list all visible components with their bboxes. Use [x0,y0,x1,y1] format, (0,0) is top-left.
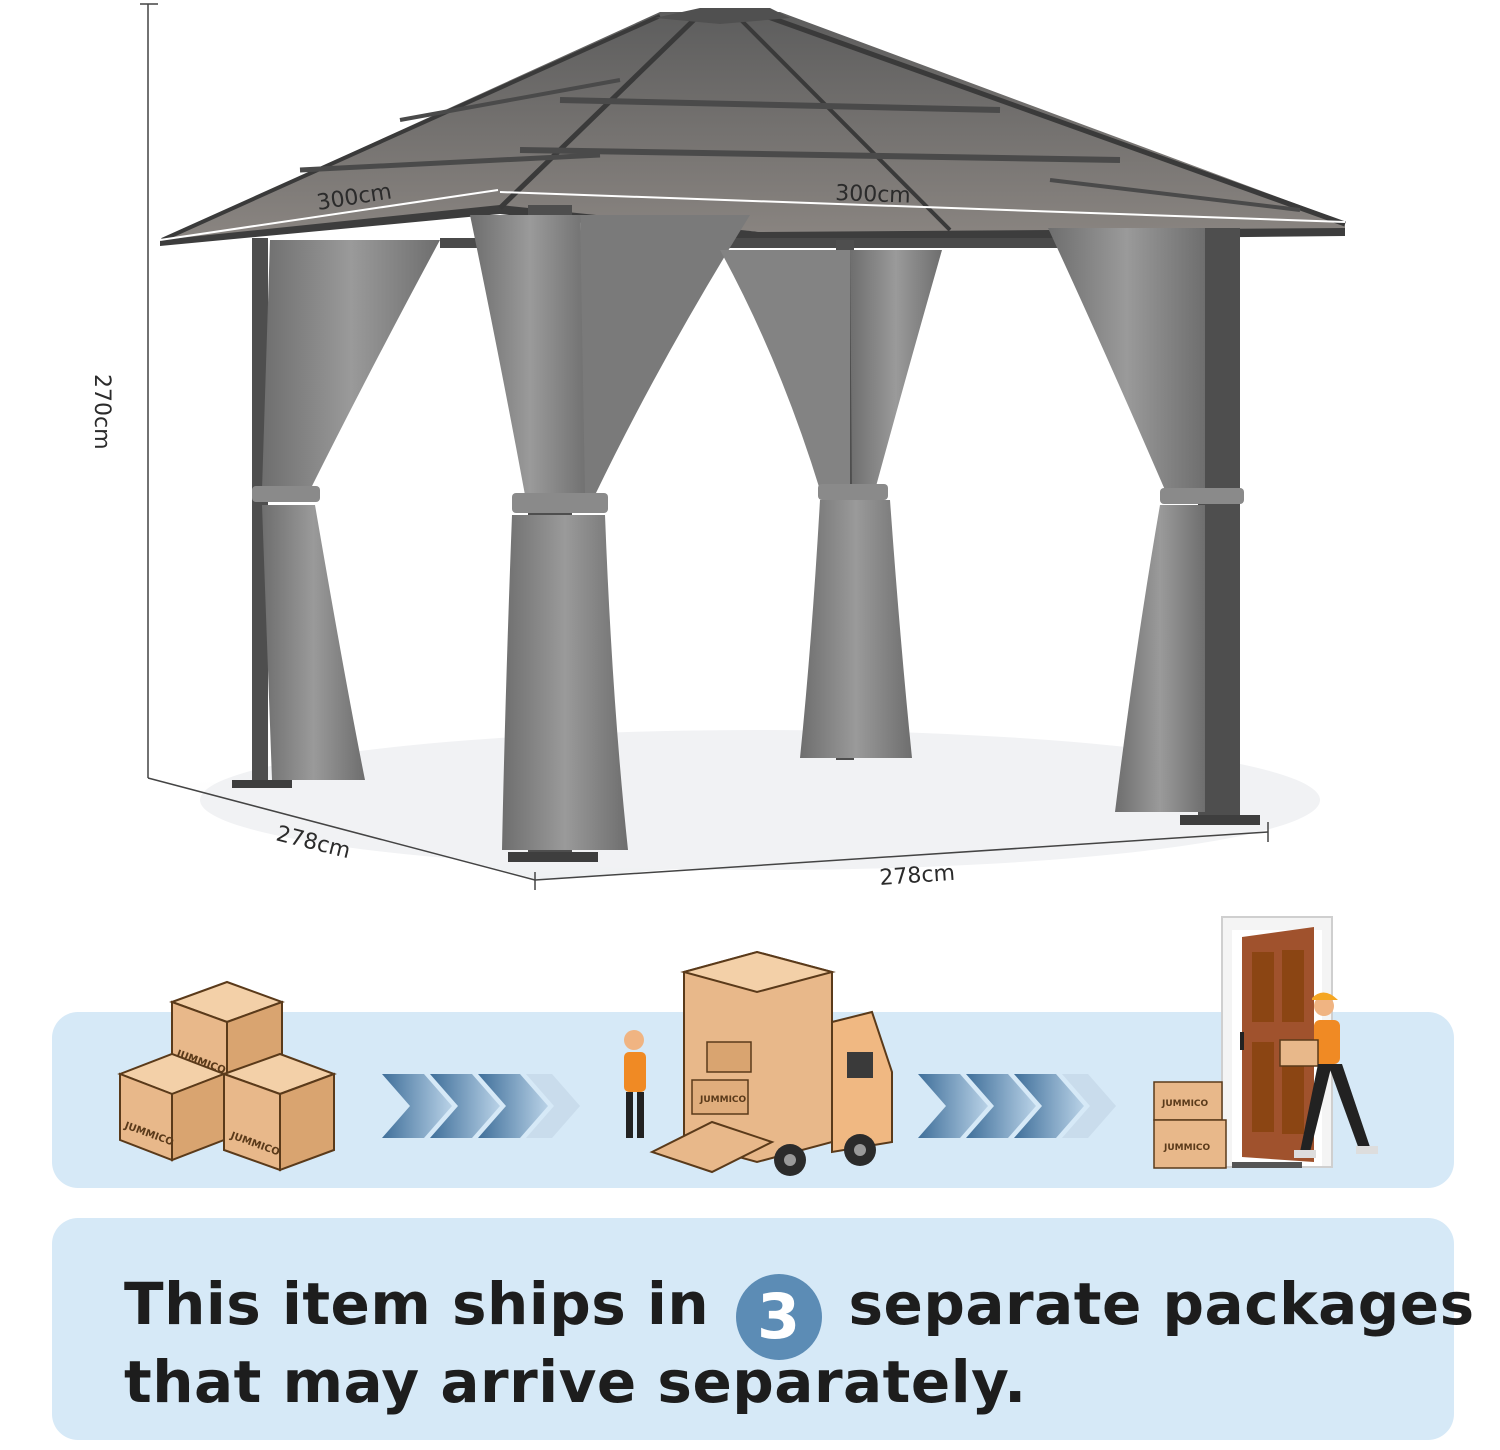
curtain-ties [252,484,1244,513]
curtains [262,215,1205,850]
delivery-truck-icon: JUMMICO [624,950,893,1176]
message-text-before: This item ships in [124,1270,710,1338]
gazebo-roof [160,8,1346,246]
width-dim-line [534,831,1269,881]
shipping-message-panel: This item ships in 3 separate packages t… [52,1218,1474,1440]
package-count-badge: 3 [735,1274,822,1360]
roof-dim-line-left [159,189,499,241]
message-line-1: This item ships in 3 separate packages [124,1270,1475,1360]
post-feet [232,780,1260,862]
brand-label-truck: JUMMICO [699,1095,747,1105]
roof-dim-line-right [499,191,1346,223]
width-label: 278cm [879,861,956,891]
message-text-after: separate packages [848,1270,1475,1338]
brand-label-door-top: JUMMICO [1161,1099,1209,1109]
height-label: 270cm [89,374,114,450]
depth-dim-line [147,777,536,881]
ground-shadow [200,730,1320,870]
shipping-flow-panel: JUMMICO JUMMICO JUMMICO [52,916,1454,1188]
boxes-icon: JUMMICO JUMMICO JUMMICO [117,980,337,1172]
brand-label-door-bottom: JUMMICO [1163,1143,1211,1153]
roof-width-right-label: 300cm [835,181,911,209]
back-beam [440,238,1080,248]
message-line-2: that may arrive separately. [124,1348,1027,1416]
door-delivery-icon: JUMMICO JUMMICO [1153,916,1378,1169]
chevron-arrows-icon [382,1074,580,1138]
chevron-arrows-icon [918,1074,1116,1138]
